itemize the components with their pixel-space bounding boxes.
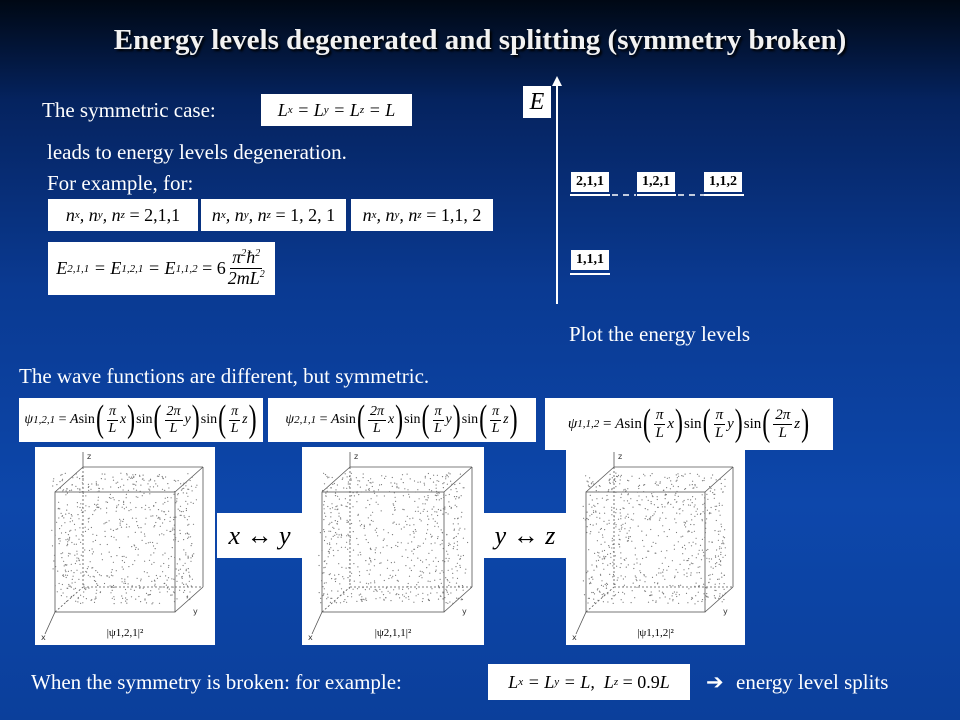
svg-text:x: x: [572, 633, 577, 642]
density-plot-label: |ψ1,2,1|²: [106, 627, 144, 639]
broken-symmetry-text: When the symmetry is broken: for example…: [31, 670, 402, 694]
level-label-112: 1,1,2: [704, 172, 742, 192]
plot-caption: Plot the energy levels: [569, 322, 750, 346]
energy-axis-arrow: [552, 76, 562, 304]
density-plot-112: z y x |ψ1,1,2|²: [566, 447, 745, 645]
level-label-211: 2,1,1: [571, 172, 609, 192]
energy-splits-text: energy level splits: [736, 670, 889, 694]
level-label-121: 1,2,1: [637, 172, 675, 192]
swap-x-y: x ↔ y: [217, 513, 302, 558]
svg-text:z: z: [618, 452, 622, 461]
degenerate-level-line: [570, 194, 744, 196]
energy-axis-label: E: [523, 86, 551, 118]
density-plot-label: |ψ1,1,2|²: [637, 627, 674, 639]
svg-text:y: y: [462, 607, 467, 616]
svg-text:z: z: [354, 452, 358, 461]
splits-arrow-icon: ➔: [706, 670, 724, 694]
symmetric-case-label: The symmetric case:: [42, 98, 216, 122]
slide-title: Energy levels degenerated and splitting …: [113, 24, 847, 56]
swap-y-z: y ↔ z: [484, 513, 566, 558]
wave-functions-text: The wave functions are different, but sy…: [19, 364, 430, 388]
density-plot-121: z y x |ψ1,2,1|²: [35, 447, 215, 645]
svg-text:x: x: [41, 633, 46, 642]
level-label-111: 1,1,1: [571, 250, 609, 270]
density-plot-211: z y x |ψ2,1,1|²: [302, 447, 484, 645]
ground-level-line: [570, 273, 610, 275]
svg-text:z: z: [87, 452, 91, 461]
density-plot-label: |ψ2,1,1|²: [374, 627, 412, 639]
degeneration-text: leads to energy levels degeneration.: [47, 140, 347, 164]
svg-text:x: x: [308, 633, 313, 642]
svg-text:y: y: [723, 607, 728, 616]
for-example-text: For example, for:: [47, 171, 194, 195]
svg-text:y: y: [193, 607, 198, 616]
